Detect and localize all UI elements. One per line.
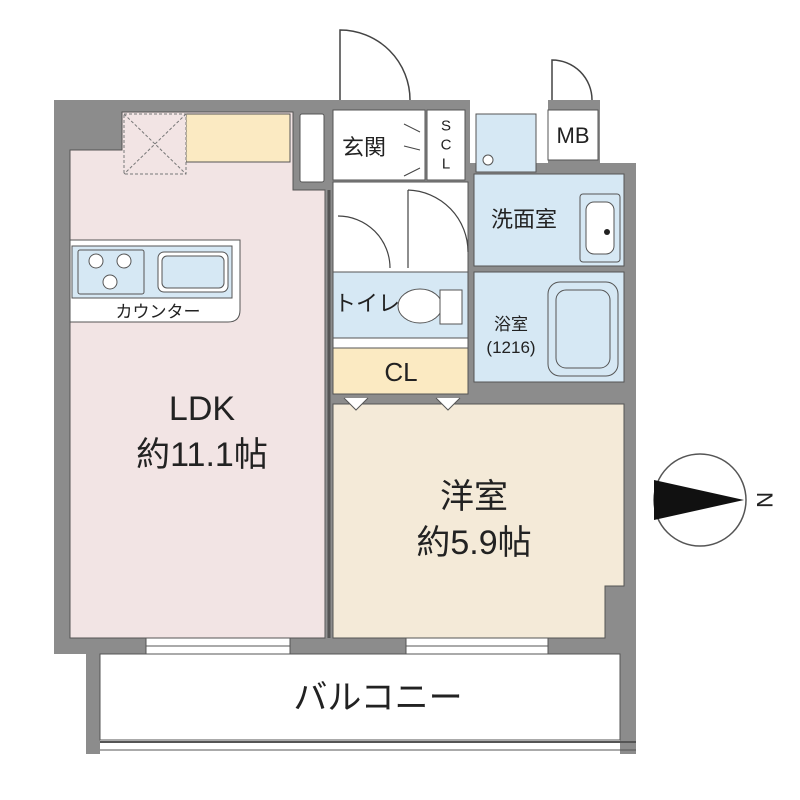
western-room-name: 洋室 <box>439 478 508 516</box>
burner-3 <box>102 274 118 290</box>
bath-size: (1216) <box>486 338 536 357</box>
ldk-name: LDK <box>168 390 236 428</box>
ldk-label: LDK 約11.1帖 <box>136 392 268 472</box>
toilet-bowl <box>397 288 443 324</box>
shoe-closet <box>426 109 466 181</box>
meter-box <box>547 109 599 161</box>
western-room-floor <box>332 403 625 639</box>
shoe-closet-doors <box>403 123 421 177</box>
ldk-size: 約11.1帖 <box>136 436 268 474</box>
kitchen-sink-basin <box>161 255 225 289</box>
north-arrow-icon <box>654 480 744 520</box>
meter-box-label: MB <box>556 123 590 148</box>
counter-label: カウンター <box>115 302 201 322</box>
entrance-label: 玄関 <box>341 135 387 160</box>
balcony-left-rail <box>86 654 100 754</box>
washroom-label: 洗面室 <box>490 207 558 232</box>
compass <box>653 453 747 547</box>
closet-sliding-doors <box>343 397 461 411</box>
basin-drain <box>604 229 610 235</box>
bath-name: 浴室 <box>493 315 528 334</box>
hall-door-swing <box>337 215 391 269</box>
toilet-tank <box>439 289 463 325</box>
entrance-floor <box>332 109 426 181</box>
shoe-closet-letter-s: S <box>440 117 451 135</box>
washer-drain <box>482 154 494 166</box>
mb-door-swing <box>551 59 593 101</box>
closet-label: CL <box>384 357 418 387</box>
ldk-storage <box>185 113 291 163</box>
western-room-label: 洋室 約5.9帖 <box>416 480 531 560</box>
burner-2 <box>116 253 132 269</box>
shoe-closet-label: S C L <box>441 119 452 172</box>
balcony-floor <box>99 653 621 741</box>
wash-basin-bowl <box>585 201 615 255</box>
closet <box>332 347 469 395</box>
ldk-floor <box>69 111 326 639</box>
compass-north-label: N <box>752 492 777 508</box>
hall-storage-slot <box>299 113 325 183</box>
bathtub-inner <box>555 289 611 369</box>
shoe-closet-letter-c: C <box>440 136 452 154</box>
bath-label: 浴室 (1216) <box>486 316 535 356</box>
washroom-door-swing <box>407 189 469 268</box>
burner-1 <box>88 253 104 269</box>
shoe-closet-letter-l: L <box>441 155 451 173</box>
entrance-door-swing <box>339 29 411 101</box>
balcony-label: バルコニー <box>293 679 463 717</box>
toilet-label: トイレ <box>333 291 401 316</box>
western-room-size: 約5.9帖 <box>416 524 532 562</box>
